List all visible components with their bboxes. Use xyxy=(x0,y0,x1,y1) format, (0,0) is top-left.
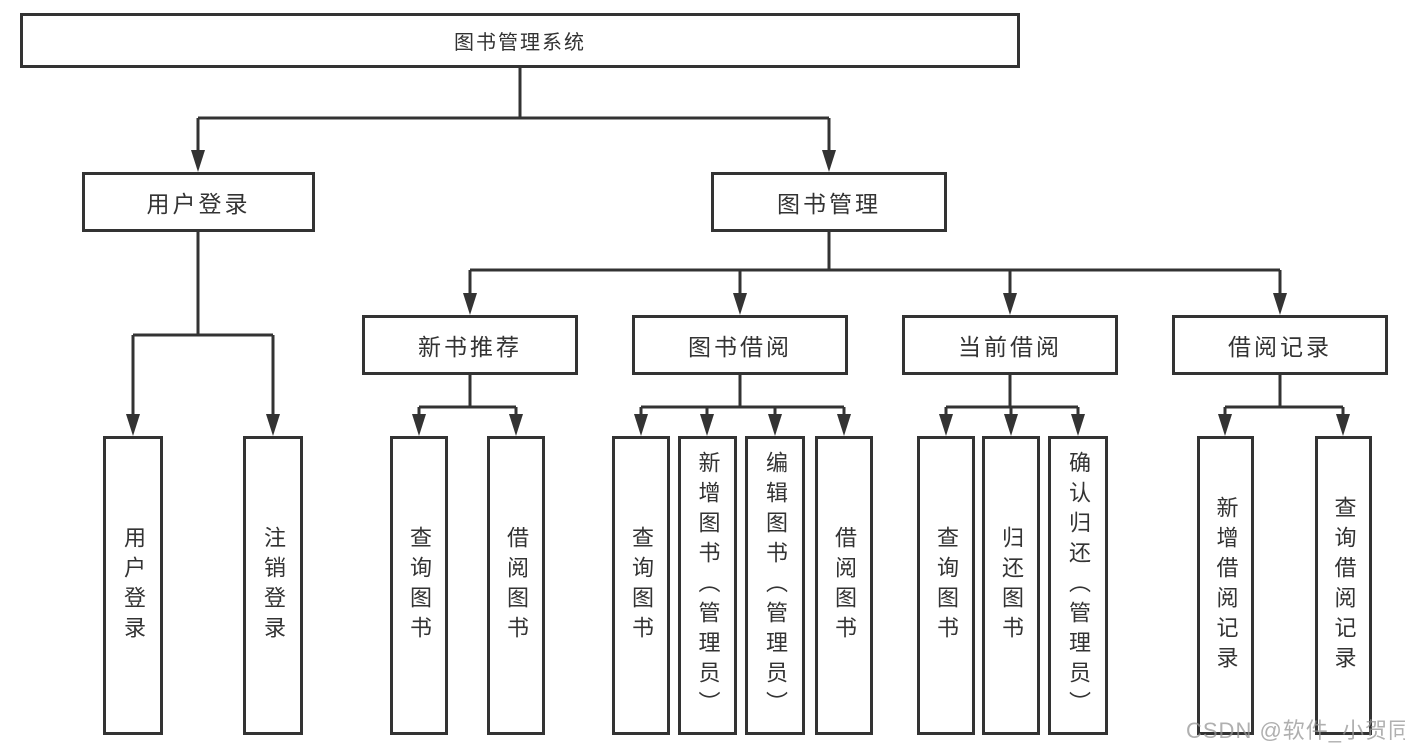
leaf-confirm-return-admin-label: 确认归还（管理员） xyxy=(1066,450,1091,721)
arrowhead xyxy=(939,414,953,436)
leaf-query-borrow-record: 查询借阅记录 xyxy=(1315,436,1372,735)
arrowhead xyxy=(1336,414,1350,436)
node-user-login: 用户登录 xyxy=(82,172,315,232)
leaf-return-book: 归还图书 xyxy=(982,436,1040,735)
node-new-book-recommend: 新书推荐 xyxy=(362,315,578,375)
node-current-borrow-label: 当前借阅 xyxy=(958,334,1062,360)
leaf-add-borrow-record: 新增借阅记录 xyxy=(1197,436,1254,735)
node-book-management-label: 图书管理 xyxy=(777,191,881,217)
node-borrow-records-label: 借阅记录 xyxy=(1228,334,1332,360)
arrowhead xyxy=(1071,414,1085,436)
arrowhead xyxy=(634,414,648,436)
arrowhead xyxy=(412,414,426,436)
arrowhead xyxy=(1218,414,1232,436)
arrowhead xyxy=(1004,414,1018,436)
leaf-return-book-label: 归还图书 xyxy=(999,525,1024,646)
arrowhead xyxy=(266,414,280,436)
node-root: 图书管理系统 xyxy=(20,13,1020,68)
leaf-logout: 注销登录 xyxy=(243,436,303,735)
arrowhead xyxy=(463,293,477,315)
leaf-edit-book-admin-label: 编辑图书（管理员） xyxy=(763,450,788,721)
tree-connector-lines xyxy=(131,68,1345,416)
leaf-borrow-books-recommend-label: 借阅图书 xyxy=(504,525,529,646)
leaf-borrow-books-label: 借阅图书 xyxy=(832,525,857,646)
arrowhead xyxy=(1273,293,1287,315)
leaf-confirm-return-admin: 确认归还（管理员） xyxy=(1048,436,1108,735)
leaf-query-borrow-record-label: 查询借阅记录 xyxy=(1331,495,1357,676)
node-current-borrow: 当前借阅 xyxy=(902,315,1118,375)
leaf-query-books-recommend-label: 查询图书 xyxy=(407,525,432,646)
leaf-add-book-admin-label: 新增图书（管理员） xyxy=(695,450,721,721)
leaf-user-login-label: 用户登录 xyxy=(121,525,146,646)
arrowhead xyxy=(1003,293,1017,315)
leaf-query-books-borrow-label: 查询图书 xyxy=(629,525,654,646)
node-book-borrow: 图书借阅 xyxy=(632,315,848,375)
leaf-query-books-current: 查询图书 xyxy=(917,436,975,735)
leaf-borrow-books: 借阅图书 xyxy=(815,436,873,735)
leaf-query-books-borrow: 查询图书 xyxy=(612,436,670,735)
node-book-borrow-label: 图书借阅 xyxy=(688,334,792,360)
leaf-borrow-books-recommend: 借阅图书 xyxy=(487,436,545,735)
node-root-label: 图书管理系统 xyxy=(454,32,586,54)
leaf-query-books-current-label: 查询图书 xyxy=(934,525,959,646)
node-book-management: 图书管理 xyxy=(711,172,947,232)
leaf-add-book-admin: 新增图书（管理员） xyxy=(678,436,737,735)
watermark: CSDN @软件_小贺同学 xyxy=(1186,718,1405,743)
node-user-login-label: 用户登录 xyxy=(146,191,251,217)
arrowheads xyxy=(126,150,1350,436)
leaf-add-borrow-record-label: 新增借阅记录 xyxy=(1213,495,1239,676)
arrowhead xyxy=(768,414,782,436)
node-borrow-records: 借阅记录 xyxy=(1172,315,1388,375)
leaf-user-login: 用户登录 xyxy=(103,436,163,735)
leaf-edit-book-admin: 编辑图书（管理员） xyxy=(745,436,805,735)
leaf-logout-label: 注销登录 xyxy=(261,525,286,646)
node-new-book-recommend-label: 新书推荐 xyxy=(418,334,522,360)
arrowhead xyxy=(733,293,747,315)
arrowhead xyxy=(126,414,140,436)
arrowhead xyxy=(822,150,836,172)
leaf-query-books-recommend: 查询图书 xyxy=(390,436,448,735)
arrowhead xyxy=(837,414,851,436)
arrowhead xyxy=(509,414,523,436)
arrowhead xyxy=(191,150,205,172)
arrowhead xyxy=(700,414,714,436)
